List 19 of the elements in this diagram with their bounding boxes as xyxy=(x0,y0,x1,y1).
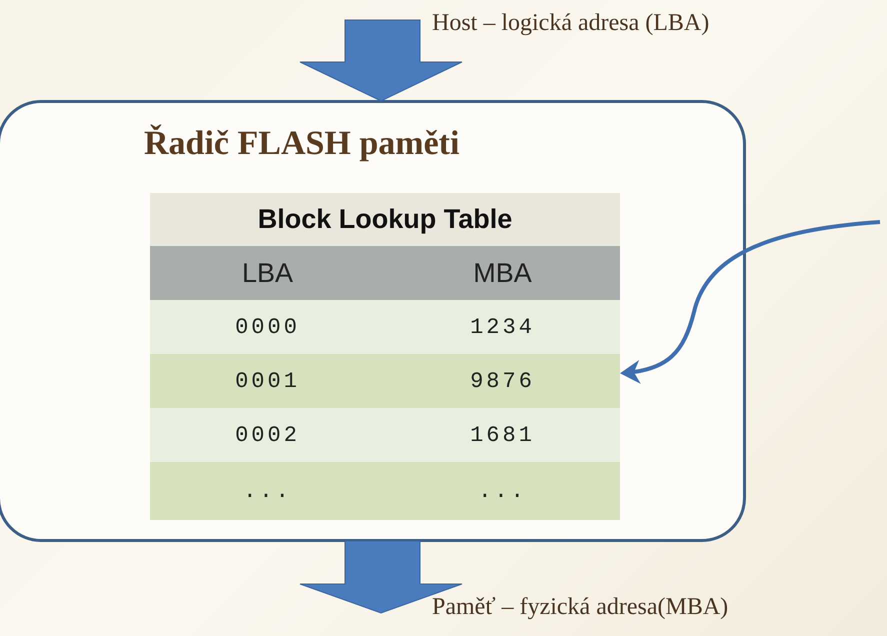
edge-label: Paměť – fyzická adresa(MBA) xyxy=(432,594,728,621)
block-arrow xyxy=(300,20,462,102)
table-cell-text: 1681 xyxy=(469,422,536,448)
table-cell-text: 0002 xyxy=(234,422,301,448)
controller-box xyxy=(0,100,746,542)
table-cell-text: 0001 xyxy=(234,368,301,394)
edge-label: Host – logická adresa (LBA) xyxy=(432,10,710,37)
table-cell-text: 9876 xyxy=(469,368,536,394)
table-cell-text: ... xyxy=(477,478,528,504)
lookup-table xyxy=(150,193,620,520)
box-title: Řadič FLASH paměti xyxy=(144,125,460,163)
curved-arrow xyxy=(620,220,880,384)
block-arrow xyxy=(300,540,462,614)
table-title: Block Lookup Table xyxy=(258,204,512,235)
table-cell-text: 1234 xyxy=(469,314,536,340)
table-cell-text: 0000 xyxy=(234,314,301,340)
table-cell-text: ... xyxy=(242,478,293,504)
column-header: LBA xyxy=(240,258,294,288)
column-header: MBA xyxy=(472,258,533,288)
